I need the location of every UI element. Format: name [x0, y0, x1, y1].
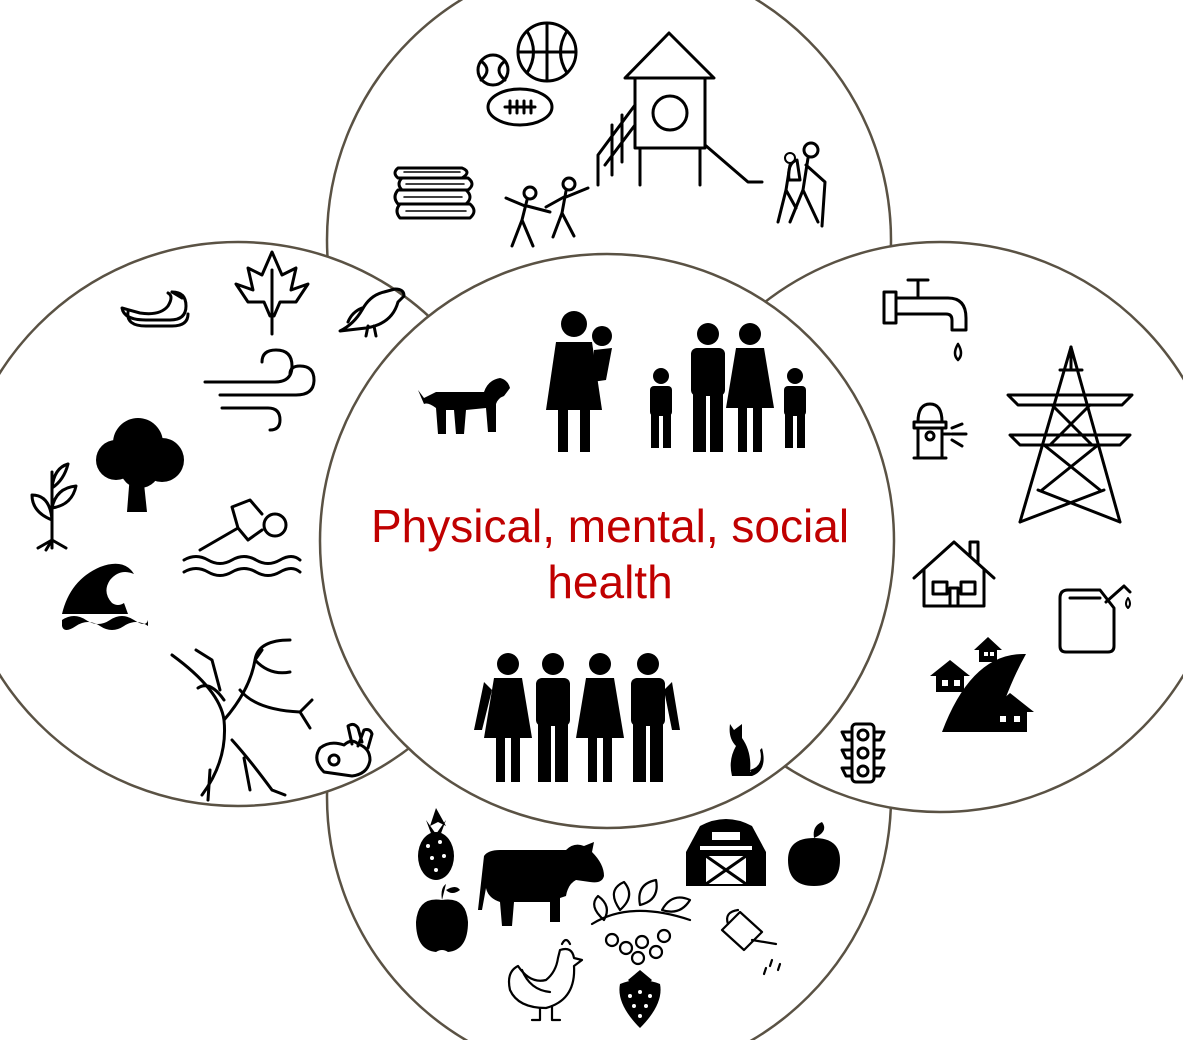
swimmer-icon [182, 498, 302, 577]
sprouting-plant-icon [30, 462, 78, 552]
swan-icon [120, 290, 190, 328]
dog-icon [418, 378, 510, 434]
cow-icon [478, 834, 604, 926]
wind-icon [203, 348, 316, 432]
group-of-four-people-icon [474, 653, 680, 782]
rabbit-icon [315, 722, 374, 778]
maple-leaf-icon [234, 250, 310, 336]
chicken-icon [507, 938, 584, 1022]
american-football-icon [486, 87, 554, 127]
bird-icon [338, 287, 406, 338]
peach-icon [788, 822, 840, 886]
stacked-books-icon [393, 166, 476, 220]
children-playing-icon [504, 176, 590, 248]
traffic-light-icon [840, 722, 886, 784]
playground-tower-slide-icon [596, 31, 764, 187]
bare-tree-icon [170, 638, 314, 802]
fuel-canister-icon [1058, 584, 1132, 654]
cat-icon [729, 724, 764, 776]
mother-with-child-icon [546, 311, 612, 452]
tennis-ball-icon [476, 53, 510, 87]
wave-icon [62, 563, 148, 630]
power-pylon-icon [1006, 345, 1134, 524]
strawberry-icon [619, 970, 661, 1028]
apple-icon [416, 884, 468, 952]
fire-hydrant-icon [912, 402, 968, 460]
hikers-icon [776, 141, 827, 228]
house-icon [912, 540, 996, 608]
pineapple-icon [418, 808, 454, 880]
basketball-icon [516, 21, 578, 83]
tree-icon [96, 418, 184, 512]
watering-can-icon [720, 908, 782, 976]
water-tap-icon [882, 278, 968, 362]
berry-branch-icon [590, 878, 692, 966]
